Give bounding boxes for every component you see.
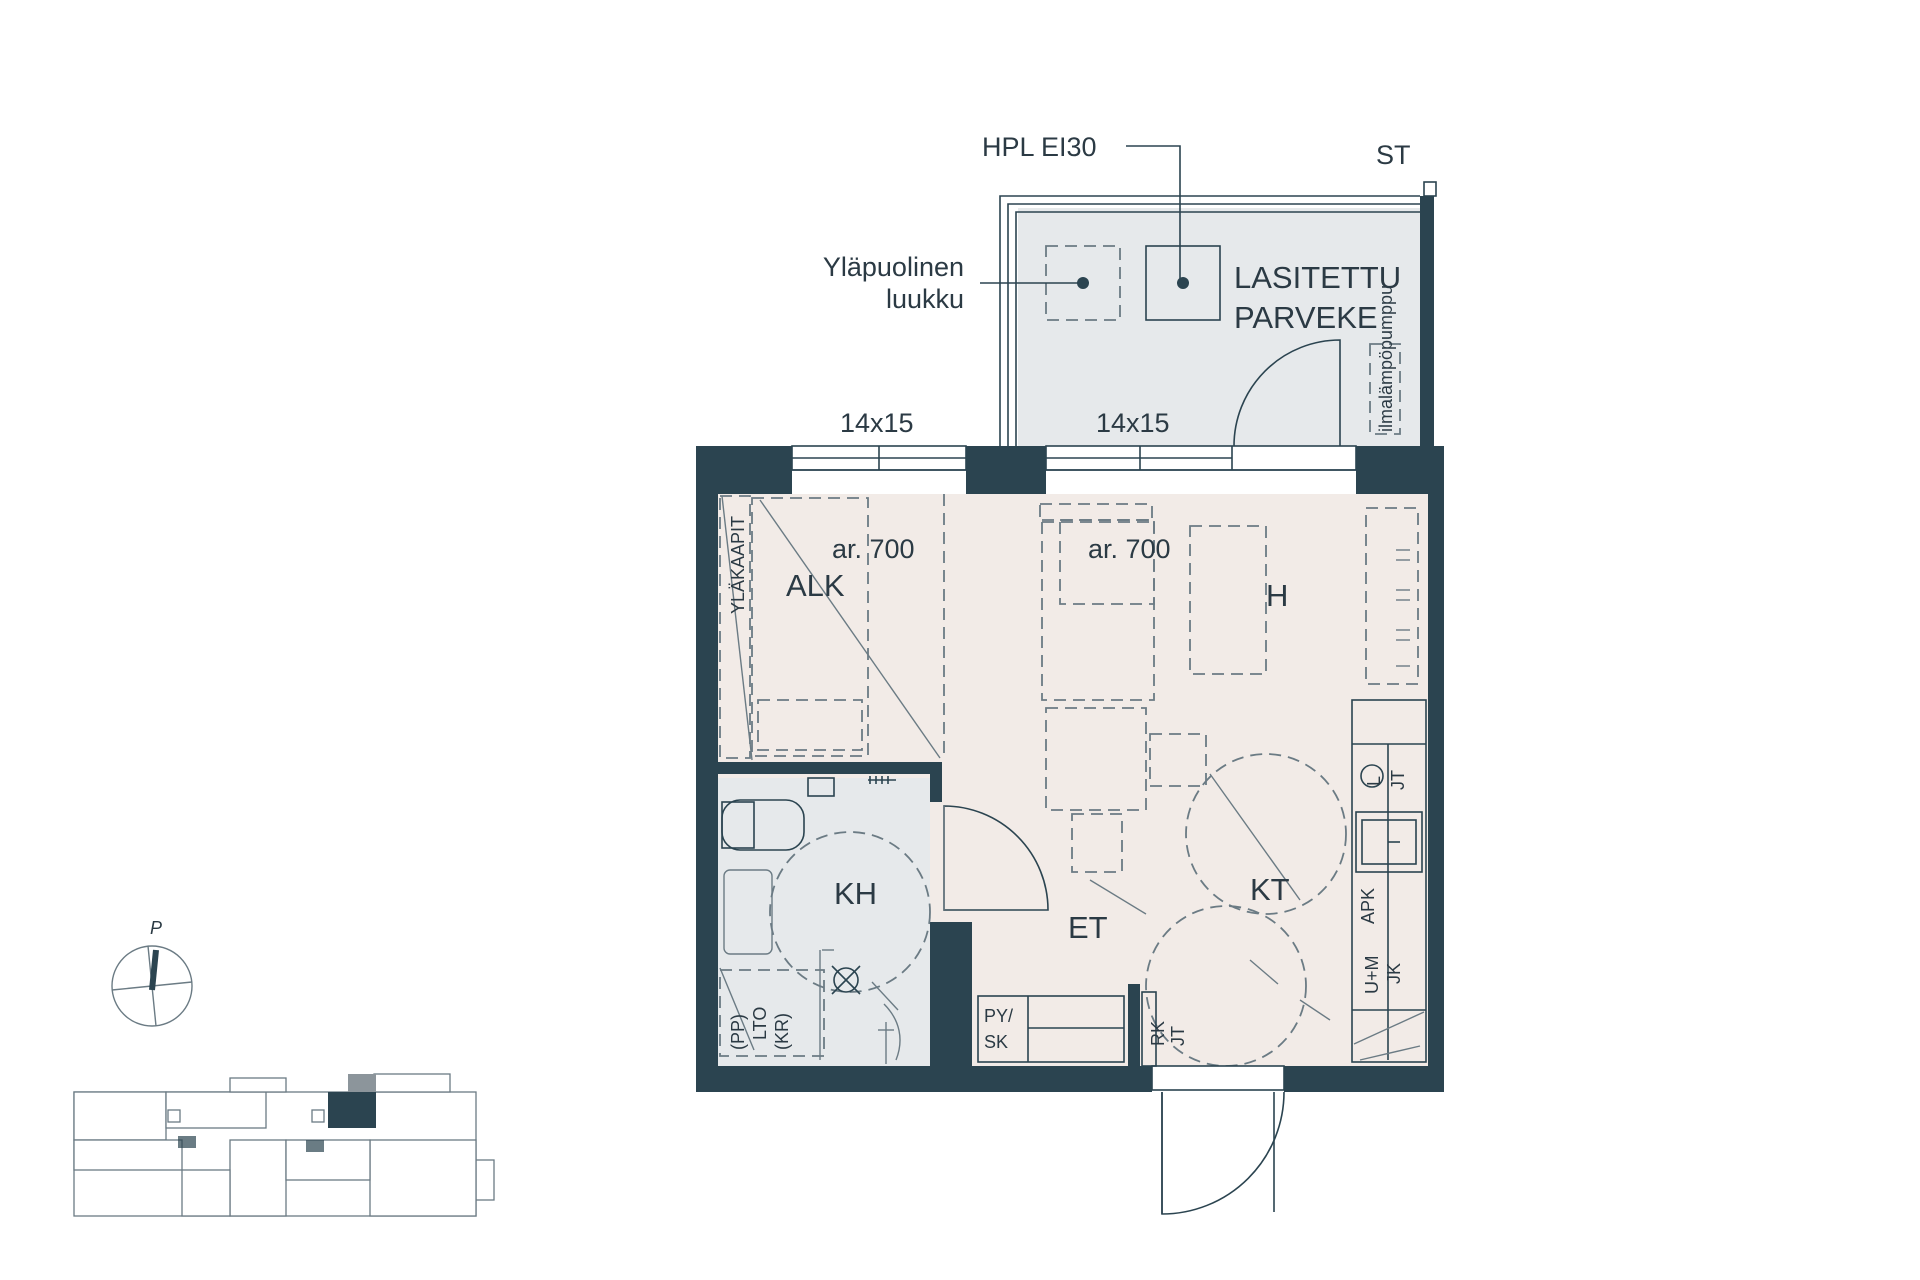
label-balcony-2: PARVEKE	[1234, 300, 1378, 335]
label-rk: RK	[1148, 1021, 1168, 1046]
room-kt: KT	[1250, 872, 1290, 907]
walls	[696, 446, 1444, 1092]
label-st: ST	[1376, 140, 1411, 170]
room-kh: KH	[834, 876, 877, 911]
bathroom-fixtures	[719, 776, 901, 1064]
storage-shelf	[1365, 507, 1419, 685]
heat-pump-unit	[1369, 343, 1401, 435]
fire-hatch-marker	[1145, 245, 1221, 321]
label-kitchen-jt: JT	[1388, 770, 1408, 790]
label-hpl: HPL EI30	[982, 132, 1097, 162]
label-balcony-1: LASITETTU	[1234, 260, 1401, 295]
dining-table	[1045, 707, 1147, 811]
label-heat-pump: ilmalämpöpumppu	[1376, 285, 1396, 432]
label-kitchen-l: L	[1364, 776, 1384, 786]
label-jt: JT	[1168, 1026, 1188, 1046]
compass-label: P	[150, 918, 162, 938]
label-bed-width-right: ar. 700	[1088, 534, 1171, 564]
bed-living	[1041, 519, 1155, 701]
label-window-left: 14x15	[840, 408, 914, 438]
sink	[723, 869, 773, 955]
cleaning-closet	[977, 995, 1125, 1063]
labels: ST HPL EI30 Yläpuolinen luukku LASITETTU…	[728, 132, 1411, 1052]
compass: P	[111, 918, 193, 1027]
balcony	[999, 181, 1437, 447]
label-um: U+M	[1362, 955, 1382, 994]
doors	[943, 805, 1285, 1215]
label-hatch-1: Yläpuolinen	[823, 252, 964, 282]
label-bath-pp: (PP)	[728, 1014, 748, 1050]
label-hatch-2: luukku	[886, 284, 964, 314]
label-apk: APK	[1358, 888, 1378, 924]
room-et: ET	[1068, 910, 1108, 945]
label-window-right: 14x15	[1096, 408, 1170, 438]
upper-cabinets	[719, 495, 751, 759]
table	[1189, 525, 1267, 675]
label-bath-lto: LTO	[750, 1007, 770, 1040]
key-plan	[73, 1073, 495, 1217]
furniture	[719, 494, 1419, 1067]
north-arrow-icon	[149, 949, 159, 991]
turning-circle-kitchen	[1185, 753, 1347, 915]
balcony-floor	[1018, 208, 1428, 446]
label-py-sk-1: PY/	[984, 1006, 1013, 1026]
label-bath-kr: (KR)	[772, 1013, 792, 1050]
kitchen	[1351, 699, 1427, 1063]
entrance-door	[1161, 1091, 1285, 1215]
windows	[791, 445, 1357, 471]
label-py-sk-2: SK	[984, 1032, 1008, 1052]
label-jk: JK	[1384, 963, 1404, 984]
label-bed-width-left: ar. 700	[832, 534, 915, 564]
leaders	[980, 145, 1181, 284]
room-h: H	[1266, 578, 1288, 613]
bathroom-door	[943, 805, 1049, 911]
label-upper-cabinets: YLÄKAAPIT	[728, 516, 748, 614]
room-alk: ALK	[786, 568, 845, 603]
bed-alcove	[751, 497, 869, 757]
